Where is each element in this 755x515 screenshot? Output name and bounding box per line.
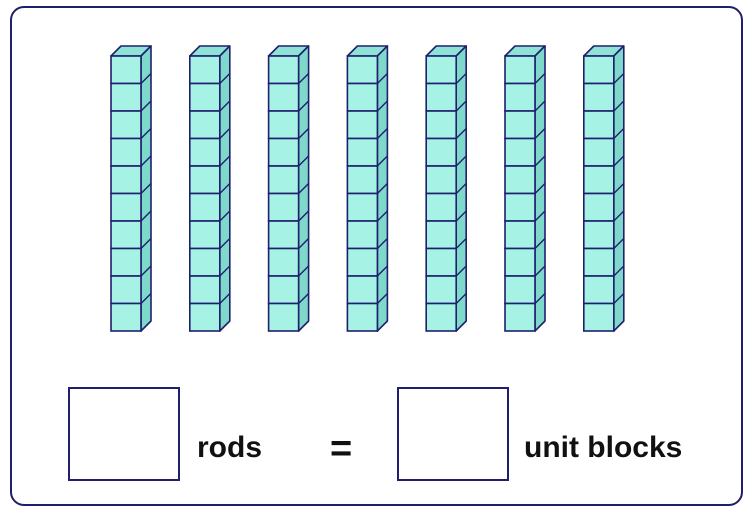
ten-rod — [504, 45, 546, 332]
unit-cube — [267, 275, 300, 305]
unit-cube — [582, 82, 615, 112]
unit-cube — [425, 55, 458, 85]
unit-cube — [110, 82, 142, 112]
unit-cube — [504, 137, 536, 167]
unit-cube — [425, 137, 458, 167]
unit-cube — [267, 110, 300, 140]
unit-cube — [189, 275, 221, 305]
unit-cube — [425, 165, 458, 195]
unit-cube — [425, 110, 458, 140]
ten-rod — [110, 45, 152, 332]
unit-cube — [267, 82, 300, 112]
unit-cube — [504, 165, 536, 195]
unit-cube — [267, 55, 300, 85]
unit-cube — [582, 220, 615, 250]
unit-blocks-label: unit blocks — [524, 431, 683, 464]
unit-cube — [582, 275, 615, 305]
unit-cube — [189, 247, 221, 277]
unit-cube — [425, 82, 458, 112]
unit-cube — [110, 192, 142, 222]
rods-answer-box[interactable] — [68, 387, 180, 481]
unit-cube — [110, 220, 142, 250]
unit-cube — [189, 220, 221, 250]
unit-blocks-answer-box[interactable] — [397, 387, 509, 481]
unit-cube — [110, 275, 142, 305]
unit-cube — [189, 55, 221, 85]
ten-rod — [189, 45, 231, 332]
unit-cube — [504, 302, 536, 332]
unit-cube — [346, 275, 379, 305]
unit-cube — [189, 302, 221, 332]
unit-cube — [504, 192, 536, 222]
equals-sign: = — [330, 428, 353, 470]
unit-cube — [582, 137, 615, 167]
unit-cube — [504, 275, 536, 305]
unit-cube — [582, 247, 615, 277]
unit-cube — [346, 165, 379, 195]
unit-cube — [110, 110, 142, 140]
unit-cube — [504, 247, 536, 277]
unit-cube — [267, 165, 300, 195]
unit-cube — [504, 55, 536, 85]
unit-cube — [425, 302, 458, 332]
unit-cube — [504, 220, 536, 250]
unit-cube — [346, 192, 379, 222]
unit-cube — [582, 165, 615, 195]
ten-rod — [267, 45, 310, 332]
unit-cube — [110, 302, 142, 332]
unit-cube — [346, 55, 379, 85]
rods-group — [110, 45, 625, 332]
unit-cube — [189, 192, 221, 222]
unit-cube — [346, 247, 379, 277]
unit-cube — [267, 247, 300, 277]
rods-label: rods — [197, 431, 263, 464]
unit-cube — [582, 192, 615, 222]
unit-cube — [110, 165, 142, 195]
unit-cube — [425, 192, 458, 222]
unit-cube — [346, 220, 379, 250]
ten-rod — [425, 45, 468, 332]
unit-cube — [582, 55, 615, 85]
unit-cube — [582, 302, 615, 332]
unit-cube — [189, 137, 221, 167]
unit-cube — [189, 110, 221, 140]
unit-cube — [267, 302, 300, 332]
unit-cube — [189, 165, 221, 195]
unit-cube — [504, 82, 536, 112]
ten-rod — [346, 45, 389, 332]
ten-rod — [582, 45, 625, 332]
unit-cube — [504, 110, 536, 140]
unit-cube — [267, 220, 300, 250]
unit-cube — [110, 247, 142, 277]
unit-cube — [346, 82, 379, 112]
unit-cube — [346, 137, 379, 167]
unit-cube — [110, 137, 142, 167]
unit-cube — [425, 247, 458, 277]
unit-cube — [267, 137, 300, 167]
unit-cube — [425, 220, 458, 250]
unit-cube — [346, 302, 379, 332]
unit-cube — [582, 110, 615, 140]
unit-cube — [267, 192, 300, 222]
unit-cube — [110, 55, 142, 85]
unit-cube — [189, 82, 221, 112]
unit-cube — [346, 110, 379, 140]
unit-cube — [425, 275, 458, 305]
